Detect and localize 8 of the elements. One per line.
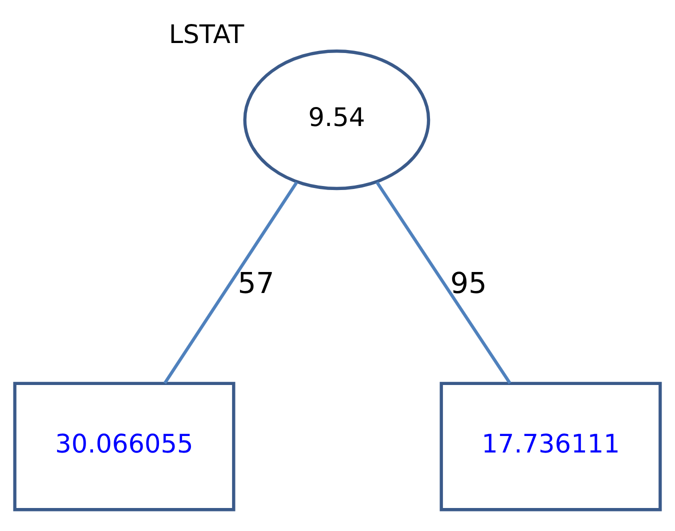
node-box: 17.736111 <box>440 381 662 511</box>
connector <box>163 180 298 384</box>
edge-label: 95 <box>450 265 487 300</box>
node-ellipse: 9.54 <box>243 49 430 190</box>
connector <box>376 180 512 384</box>
edge-label: 57 <box>238 265 274 300</box>
node-label: LSTAT <box>168 19 244 50</box>
node-box: 30.066055 <box>13 381 236 511</box>
